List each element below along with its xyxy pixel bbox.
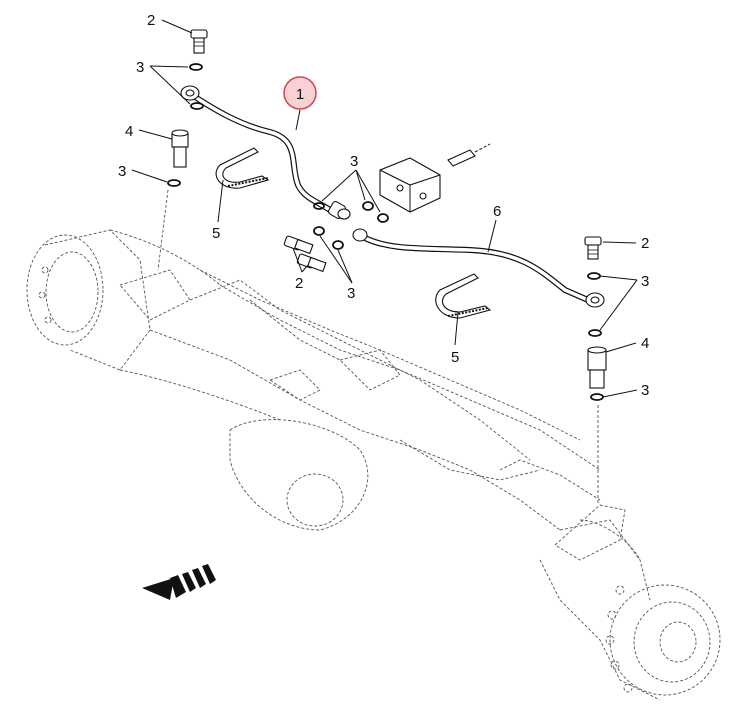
callout-5-left[interactable]: 5	[212, 225, 220, 242]
callout-4-left[interactable]: 4	[125, 123, 133, 140]
callout-labels: 2 3 4 3 5 3 2 3 6 5 2 3 4 3	[118, 12, 649, 399]
leader-lines	[131, 19, 638, 398]
banjo-bolt-right	[584, 236, 602, 260]
banjo-bolt-top-left	[190, 29, 208, 54]
hydraulic-hose-1	[180, 85, 351, 220]
callout-2-center[interactable]: 2	[295, 275, 303, 292]
axle-housing	[26, 229, 721, 701]
seal-washers	[167, 63, 604, 401]
callout-3-center-bottom[interactable]: 3	[347, 285, 355, 302]
callout-5-right[interactable]: 5	[451, 349, 459, 366]
valve-block	[379, 143, 491, 213]
callout-3-right-top[interactable]: 3	[641, 273, 649, 290]
callout-1-label[interactable]: 1	[296, 86, 304, 103]
adapter-right	[587, 346, 607, 389]
highlighted-callout-1[interactable]: 1	[283, 76, 317, 110]
callout-4-right[interactable]: 4	[641, 335, 649, 352]
forward-direction-arrow	[142, 564, 216, 600]
callout-3-right-bottom[interactable]: 3	[641, 382, 649, 399]
banjo-bolts-center	[283, 235, 327, 273]
callout-3-left[interactable]: 3	[118, 163, 126, 180]
hydraulic-hose-6	[352, 228, 605, 308]
callout-2-top-left[interactable]: 2	[147, 12, 155, 29]
callout-3-top-left[interactable]: 3	[136, 59, 144, 76]
adapter-left	[171, 129, 189, 168]
hose-clamp-left	[215, 147, 270, 189]
callout-6[interactable]: 6	[493, 203, 501, 220]
hose-clamp-right	[435, 273, 492, 319]
callout-2-right[interactable]: 2	[641, 235, 649, 252]
callout-3-center-top[interactable]: 3	[350, 153, 358, 170]
left-alignment-line	[157, 189, 169, 271]
